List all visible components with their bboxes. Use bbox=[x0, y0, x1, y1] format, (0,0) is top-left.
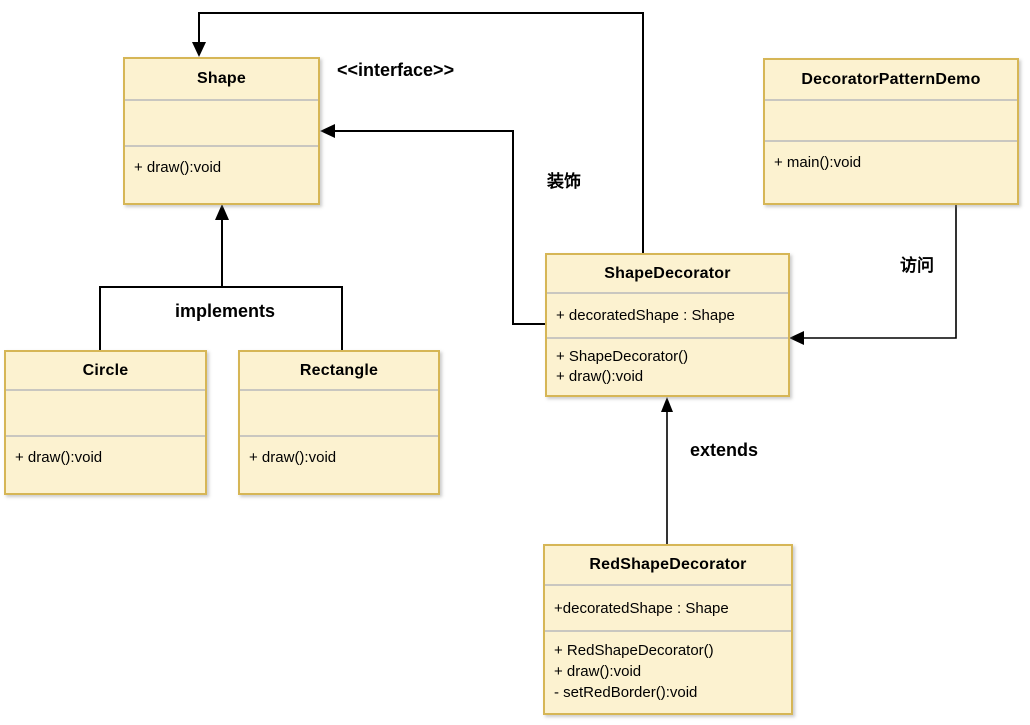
class-title-shapedecorator: ShapeDecorator bbox=[604, 264, 731, 282]
class-methods-shape: + draw():void bbox=[125, 145, 318, 203]
class-title-redshapedecorator: RedShapeDecorator bbox=[589, 556, 747, 573]
class-box-redshapedecorator: RedShapeDecorator +decoratedShape : Shap… bbox=[543, 544, 793, 715]
connector-decorate-association bbox=[334, 130, 545, 325]
class-methods-redshapedecorator: + RedShapeDecorator() + draw():void - se… bbox=[545, 630, 791, 713]
arrowhead-left-shapedecorator-right-icon bbox=[789, 331, 804, 345]
method-item: + draw():void bbox=[249, 449, 337, 466]
method-item: + draw():void bbox=[134, 159, 222, 176]
arrowhead-left-shape-right-icon bbox=[320, 124, 335, 138]
class-title-circle: Circle bbox=[82, 361, 129, 379]
class-attributes-redshapedecorator: +decoratedShape : Shape bbox=[545, 584, 791, 630]
decorate-label: 装饰 bbox=[547, 172, 581, 191]
method-item: + draw():void bbox=[554, 663, 642, 680]
class-methods-shapedecorator: + ShapeDecorator() + draw():void bbox=[547, 337, 788, 395]
class-methods-circle: + draw():void bbox=[6, 435, 205, 493]
access-label: 访问 bbox=[900, 256, 934, 275]
method-item: + main():void bbox=[774, 154, 862, 171]
class-title-decoratorpatterndemo: DecoratorPatternDemo bbox=[801, 70, 981, 88]
method-item: + ShapeDecorator() bbox=[556, 348, 689, 365]
connector-shapedecorator-to-shape-top bbox=[198, 12, 644, 253]
class-title-rectangle: Rectangle bbox=[299, 361, 379, 379]
class-methods-decoratorpatterndemo: + main():void bbox=[765, 140, 1017, 203]
connector-access bbox=[803, 205, 957, 339]
class-attributes-shapedecorator: + decoratedShape : Shape bbox=[547, 292, 788, 337]
method-item: + draw():void bbox=[15, 449, 103, 466]
class-box-circle: Circle + draw():void bbox=[4, 350, 207, 495]
extends-label: extends bbox=[690, 440, 759, 460]
attribute-item: +decoratedShape : Shape bbox=[554, 599, 729, 617]
class-box-rectangle: Rectangle + draw():void bbox=[238, 350, 440, 495]
class-attributes-circle bbox=[6, 389, 205, 435]
implements-label: implements bbox=[175, 301, 276, 321]
method-item: + RedShapeDecorator() bbox=[554, 642, 714, 659]
interface-stereotype-label: <<interface>> bbox=[337, 60, 455, 80]
arrowhead-up-shape-bottom-icon bbox=[215, 204, 229, 220]
arrowhead-up-shapedecorator-bottom-icon bbox=[661, 397, 673, 412]
class-methods-rectangle: + draw():void bbox=[240, 435, 438, 493]
class-attributes-decoratorpatterndemo bbox=[765, 99, 1017, 140]
class-box-shapedecorator: ShapeDecorator + decoratedShape : Shape … bbox=[545, 253, 790, 397]
attribute-item: + decoratedShape : Shape bbox=[556, 307, 735, 324]
arrowhead-down-shape-top-icon bbox=[192, 42, 206, 57]
class-box-decoratorpatterndemo: DecoratorPatternDemo + main():void bbox=[763, 58, 1019, 205]
class-title-shape: Shape bbox=[196, 70, 246, 87]
method-item: - setRedBorder():void bbox=[554, 684, 698, 701]
class-attributes-shape bbox=[125, 99, 318, 145]
class-box-shape: Shape + draw():void bbox=[123, 57, 320, 205]
class-attributes-rectangle bbox=[240, 389, 438, 435]
method-item: + draw():void bbox=[556, 368, 644, 385]
